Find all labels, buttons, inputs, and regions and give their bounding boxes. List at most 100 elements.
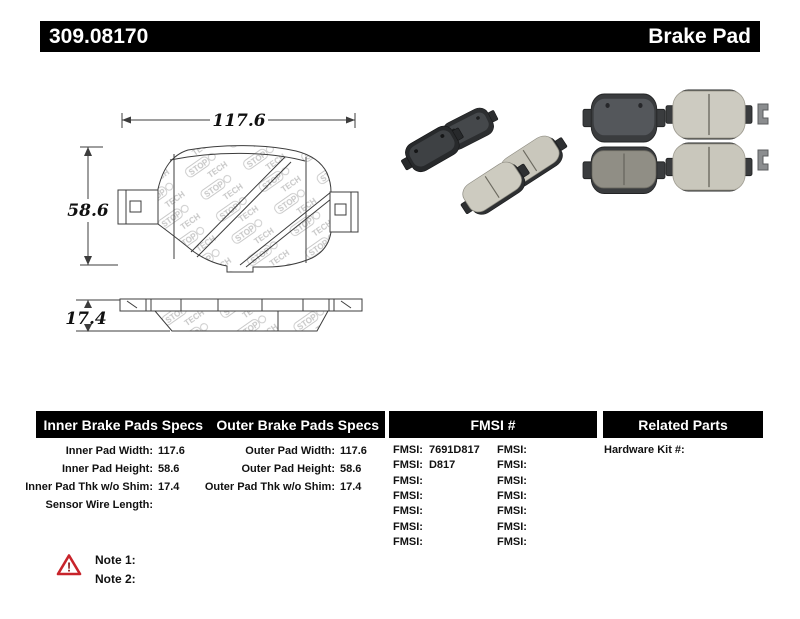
warning-triangle-icon: ! [56,554,82,576]
spec-label: Inner Pad Width: [65,445,153,457]
fmsi-value: D817 [428,459,456,471]
fmsi-row: FMSI: [497,444,533,457]
fmsi-value: 7691D817 [428,444,480,456]
friction-material [153,310,329,332]
thickness-dim-label: 17.4 [65,309,106,329]
pad-inner-top-line [169,152,306,162]
thickness-dimension: 17.4 [65,299,170,332]
fmsi-row: FMSI: [497,536,533,549]
right-ear-tab [329,191,359,233]
spec-row: Sensor Wire Length: [18,499,204,512]
arrow-left-icon [122,116,131,124]
right-tab-hole [334,203,347,216]
fmsi-row: FMSI: [497,505,533,518]
product-name: Brake Pad [648,24,751,48]
pad-dark-front [395,118,469,180]
spec-value: 58.6 [340,463,362,475]
arrow-up-icon [84,300,92,308]
pad-backing-bottom [582,146,666,194]
fmsi-row: FMSI: [393,521,429,534]
related-part-row: Hardware Kit #: [604,444,691,457]
fmsi-label: FMSI: [497,521,527,533]
arrow-down-icon [84,324,92,332]
spec-row: Inner Pad Thk w/o Shim: 17.4 [18,481,204,494]
fmsi-header-bar: FMSI # [389,411,597,438]
fmsi-row: FMSI: [393,536,429,549]
spec-label: Inner Pad Thk w/o Shim: [25,481,153,493]
spec-row: Outer Pad Thk w/o Shim: 17.4 [200,481,386,494]
height-dim-label: 58.6 [67,201,109,221]
fmsi-label: FMSI: [393,505,423,517]
fmsi-row: FMSI: [497,521,533,534]
pad-friction-top [665,89,753,140]
arrow-right-icon [346,116,355,124]
fmsi-row: FMSI: D817 [393,459,455,472]
front-view [117,145,359,273]
note-row: Note 2: [95,572,136,586]
fmsi-row: FMSI: [497,475,533,488]
spec-label: Outer Pad Thk w/o Shim: [204,481,335,493]
fmsi-label: FMSI: [393,459,423,471]
fmsi-label: FMSI: [393,444,423,456]
note-label: Note 2: [95,572,136,586]
fmsi-row: FMSI: 7691D817 [393,444,480,457]
fmsi-row: FMSI: [497,459,533,472]
note-row: Note 1: [95,553,136,567]
spec-row: Inner Pad Width: 117.6 [18,445,204,458]
spec-label: Outer Pad Height: [241,463,335,475]
fmsi-row: FMSI: [393,490,429,503]
note-label: Note 1: [95,553,136,567]
fmsi-label: FMSI: [393,475,423,487]
related-parts-header-bar: Related Parts [603,411,763,438]
spec-value: 17.4 [340,481,362,493]
technical-drawing: STOP TECH [65,111,363,332]
arrow-up-icon [84,147,92,156]
fmsi-label: FMSI: [497,536,527,548]
fmsi-row: FMSI: [497,490,533,503]
backing-plate [119,298,363,312]
pad-backing-top [582,93,666,143]
side-view [119,298,363,332]
left-ear-tab [117,189,159,225]
pads-specs-header-bar: Inner Brake Pads Specs Outer Brake Pads … [36,411,385,438]
spec-row: Outer Pad Width: 117.6 [200,445,386,458]
related-parts-title: Related Parts [638,416,728,433]
fmsi-label: FMSI: [497,475,527,487]
fmsi-label: FMSI: [393,521,423,533]
spec-value: 58.6 [158,463,180,475]
photo-pads-flat [582,89,769,194]
height-dimension: 58.6 [67,146,118,266]
spec-value: 17.4 [158,481,180,493]
spec-row: Outer Pad Height: 58.6 [200,463,386,476]
spec-row: Inner Pad Height: 58.6 [18,463,204,476]
fmsi-row: FMSI: [393,505,429,518]
photo-pads-perspective [395,101,574,224]
spec-value [153,499,204,512]
svg-text:!: ! [67,560,71,575]
pad-ceramic-front [454,154,536,224]
width-dimension: 117.6 [121,111,356,131]
abutment-clips [757,103,769,171]
fmsi-row: FMSI: [393,475,429,488]
fmsi-label: FMSI: [497,459,527,471]
fmsi-label: FMSI: [497,505,527,517]
arrow-down-icon [84,256,92,265]
pad-friction-bottom [665,142,753,192]
spec-label: Outer Pad Width: [245,445,335,457]
inner-specs-title: Inner Brake Pads Specs [43,416,204,433]
fmsi-title: FMSI # [470,416,516,433]
part-number: 309.08170 [49,24,149,48]
spec-value: 117.6 [158,445,185,457]
fmsi-label: FMSI: [497,490,527,502]
outer-specs-title: Outer Brake Pads Specs [216,416,380,433]
spec-label: Sensor Wire Length: [45,499,153,511]
width-dim-label: 117.6 [212,111,265,131]
fmsi-label: FMSI: [497,444,527,456]
spec-value: 117.6 [340,445,367,457]
title-bar: 309.08170 Brake Pad [40,21,760,52]
left-tab-hole [129,200,142,213]
fmsi-label: FMSI: [393,490,423,502]
fmsi-label: FMSI: [393,536,423,548]
spec-label: Inner Pad Height: [61,463,153,475]
